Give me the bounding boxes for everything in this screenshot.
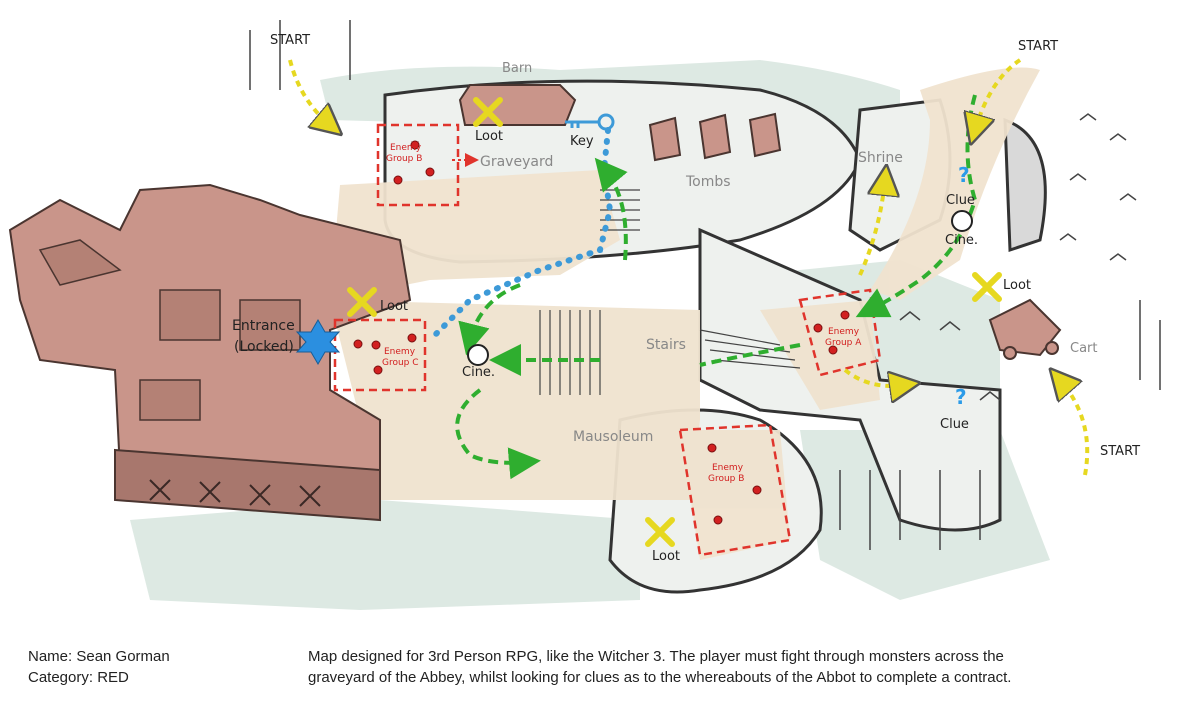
loot-x-icon	[347, 287, 377, 317]
enemy-markers	[353, 140, 850, 525]
enemy-marker	[425, 167, 435, 177]
enemy-marker	[353, 339, 363, 349]
tree-scribbles	[249, 20, 1161, 550]
area-label-shrine: Shrine	[858, 150, 903, 166]
clue-label: Clue	[940, 417, 969, 432]
loot-label: Loot	[652, 549, 680, 564]
entrance-label-line1: Entrance	[232, 318, 295, 334]
area-label-tombs: Tombs	[685, 174, 731, 190]
designer-name: Name: Sean Gorman	[28, 648, 170, 665]
description-line-1: Map designed for 3rd Person RPG, like th…	[308, 648, 1004, 665]
enemy-marker	[407, 333, 417, 343]
loot-x-icon	[972, 272, 1002, 302]
enemy-zone-graveyard	[376, 123, 460, 207]
loot-label: Loot	[380, 299, 408, 314]
enemy-zones	[333, 123, 882, 557]
stairs-hatching	[539, 189, 801, 395]
cine-label: Cine.	[462, 365, 495, 380]
enemy-marker	[828, 345, 838, 355]
key-route	[427, 127, 614, 343]
area-label-cart: Cart	[1070, 341, 1098, 356]
loot-markers	[347, 97, 1002, 547]
enemy-marker	[393, 175, 403, 185]
start-label: START	[1018, 39, 1058, 54]
clue-question-icon: ?	[955, 385, 967, 409]
start-label: START	[270, 33, 310, 48]
loot-x-icon	[645, 517, 675, 547]
enemy-marker	[707, 443, 717, 453]
enemy-marker	[410, 140, 420, 150]
area-label-mausoleum: Mausoleum	[573, 429, 653, 445]
enemy-group-label: Group A	[825, 338, 862, 348]
map-description: Map designed for 3rd Person RPG, like th…	[308, 646, 1168, 688]
level-map: Barn Graveyard Tombs Shrine Stairs Mauso…	[8, 20, 1161, 610]
designer-info: Name: Sean Gorman Category: RED	[28, 646, 170, 688]
map-canvas: Barn Graveyard Tombs Shrine Stairs Mauso…	[8, 20, 1161, 610]
cinematic-marker-icon	[951, 210, 973, 232]
area-label-barn: Barn	[502, 61, 532, 76]
loot-label: Loot	[1003, 278, 1031, 293]
key-label: Key	[570, 134, 594, 149]
cine-label: Cine.	[945, 233, 978, 248]
enemy-group-label: Enemy	[828, 327, 860, 337]
loot-x-icon	[473, 97, 503, 127]
enemy-group-label: Enemy	[390, 143, 422, 153]
area-label-graveyard: Graveyard	[480, 154, 553, 170]
enemy-marker	[752, 485, 762, 495]
footer: Name: Sean Gorman Category: RED Map desi…	[0, 640, 1200, 718]
enemy-group-label: Group B	[386, 154, 422, 164]
description-line-2: graveyard of the Abbey, whilst looking f…	[308, 669, 1012, 686]
key-icon	[565, 113, 615, 131]
enemy-group-label: Enemy	[384, 347, 416, 357]
enemy-marker	[813, 323, 823, 333]
category: Category: RED	[28, 669, 129, 686]
start-routes	[288, 58, 1090, 476]
cinematic-marker-icon	[467, 344, 489, 366]
loot-label: Loot	[475, 129, 503, 144]
enemy-zone-entrance	[333, 318, 427, 392]
enemy-marker	[373, 365, 383, 375]
start-label: START	[1100, 444, 1140, 459]
area-label-stairs: Stairs	[646, 337, 686, 353]
enemy-marker	[371, 340, 381, 350]
enemy-marker	[713, 515, 723, 525]
enemy-group-label: Enemy	[712, 463, 744, 473]
enemy-zone-mausoleum	[678, 423, 792, 557]
enemy-group-label: Group C	[382, 358, 419, 368]
entrance-star-icon	[295, 319, 341, 365]
enemy-group-label: Group B	[708, 474, 744, 484]
enemy-marker	[840, 310, 850, 320]
clue-question-icon: ?	[958, 163, 970, 187]
entrance-label-line2: (Locked)	[234, 339, 294, 355]
cart-structure	[988, 298, 1062, 360]
tombs-structures	[648, 112, 782, 162]
clue-label: Clue	[946, 193, 975, 208]
abbey-building	[8, 183, 412, 522]
